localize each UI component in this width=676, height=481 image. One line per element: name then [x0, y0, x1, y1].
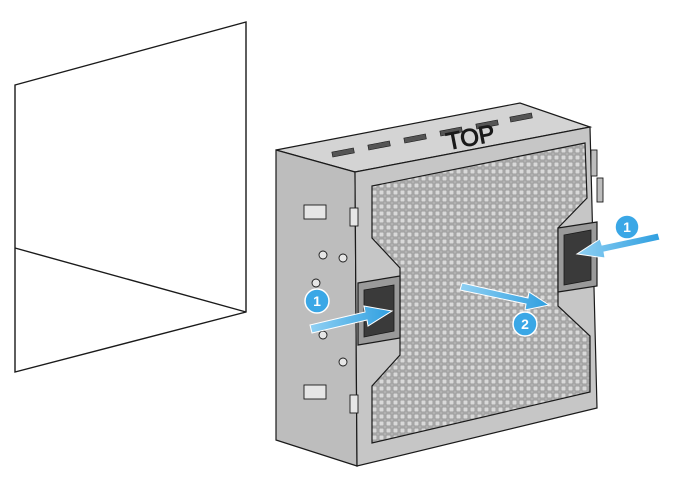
arrow-pull-cage [459, 282, 551, 311]
right-edge-clips [590, 149, 604, 203]
svg-text:1: 1 [623, 219, 631, 235]
callout-1-left: 1 [304, 288, 330, 314]
svg-text:2: 2 [521, 316, 529, 332]
top-vent-slots [331, 112, 533, 158]
drive-cage-chassis: TOP [275, 102, 604, 467]
top-label: TOP [444, 120, 497, 156]
drive-bay-wall [14, 21, 247, 373]
arrow-left-handle [309, 305, 394, 334]
side-panel-details [303, 204, 359, 414]
svg-text:1: 1 [313, 293, 321, 309]
right-release-handle[interactable] [557, 221, 598, 293]
callout-1-right: 1 [614, 214, 640, 240]
arrow-right-handle [575, 232, 661, 259]
callout-2: 2 [512, 311, 538, 337]
